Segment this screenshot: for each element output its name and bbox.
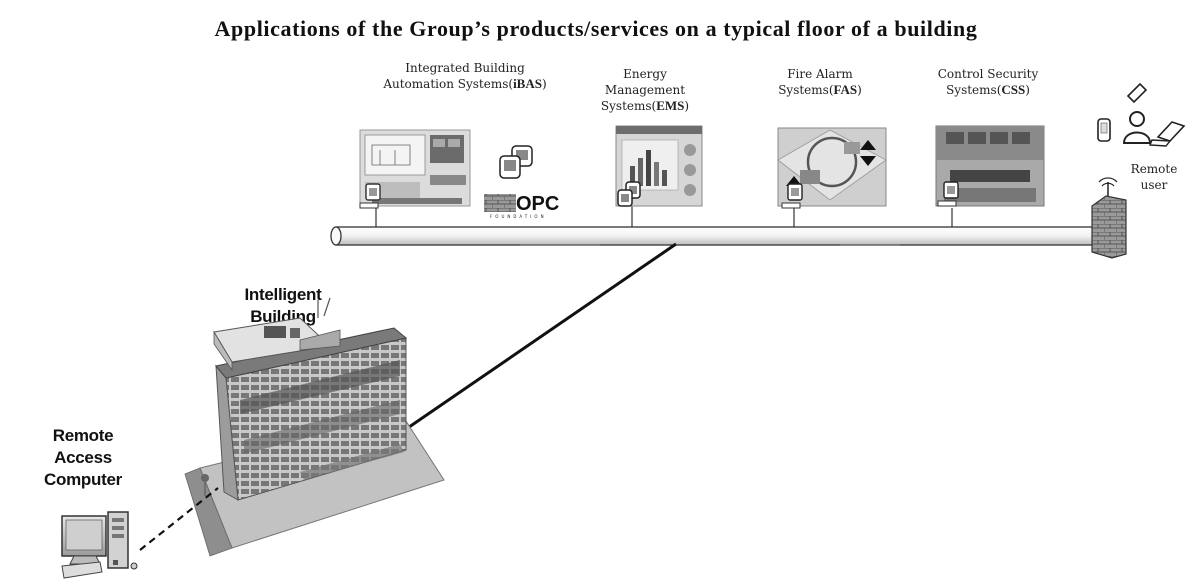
opc-logo-text: OPC: [516, 193, 559, 215]
label-remote-user: Remote user: [1124, 161, 1184, 193]
label-ibas: Integrated Building Automation Systems(i…: [383, 61, 547, 91]
remote-access-link: [139, 487, 219, 551]
label-remote-user-line1: Remote: [1130, 162, 1178, 176]
fas-screen: [777, 127, 887, 207]
css-device-icon: [937, 181, 959, 207]
label-ems-acronym: EMS: [656, 98, 685, 113]
label-css-line2: Systems: [946, 83, 997, 97]
label-ibas-line1: Integrated Building: [405, 61, 525, 75]
building-link-line: [395, 242, 677, 438]
laptop-icon: [1148, 121, 1186, 147]
ems-screen: [615, 125, 703, 207]
network-backbone: [330, 226, 1107, 246]
opc-server-icon: [499, 145, 533, 179]
label-remote-access-line1: Remote: [52, 426, 114, 445]
label-remote-access-line3: Computer: [44, 470, 122, 489]
label-remote-access-line2: Access: [54, 448, 112, 467]
diagram-title: Applications of the Group’s products/ser…: [214, 16, 978, 41]
label-css-line1: Control Security: [937, 67, 1039, 81]
opc-foundation-text: FOUNDATION: [490, 214, 547, 219]
mobile-phone-icon: [1097, 118, 1111, 142]
label-ems-line1: Energy Management: [604, 67, 686, 97]
intelligent-building-icon: [184, 297, 445, 557]
label-remote-access-computer: Remote Access Computer: [28, 425, 138, 491]
pda-icon: [1126, 82, 1148, 104]
firewall-icon: [1091, 177, 1127, 259]
person-icon: [1122, 111, 1152, 144]
label-ibas-line2: Automation Systems: [383, 77, 509, 91]
label-ibas-acronym: iBAS: [513, 76, 542, 91]
label-intelligent-building-line1: Intelligent: [244, 285, 322, 304]
label-fas-acronym: FAS: [833, 82, 858, 97]
label-fas: Fire Alarm Systems(FAS): [778, 67, 862, 97]
label-ems: Energy Management Systems(EMS): [600, 67, 690, 113]
opc-logo: OPC FOUNDATION: [484, 193, 559, 219]
label-css: Control Security Systems(CSS): [937, 67, 1039, 97]
ems-device-icon: [617, 181, 641, 207]
fas-device-icon: [781, 183, 803, 209]
desktop-computer-icon: [61, 511, 138, 579]
label-fas-line2: Systems: [778, 83, 829, 97]
label-css-acronym: CSS: [1001, 82, 1026, 97]
label-fas-line1: Fire Alarm: [787, 67, 853, 81]
ibas-device-icon: [359, 183, 381, 209]
label-remote-user-line2: user: [1140, 178, 1168, 192]
label-ems-line2: Systems: [600, 99, 652, 113]
